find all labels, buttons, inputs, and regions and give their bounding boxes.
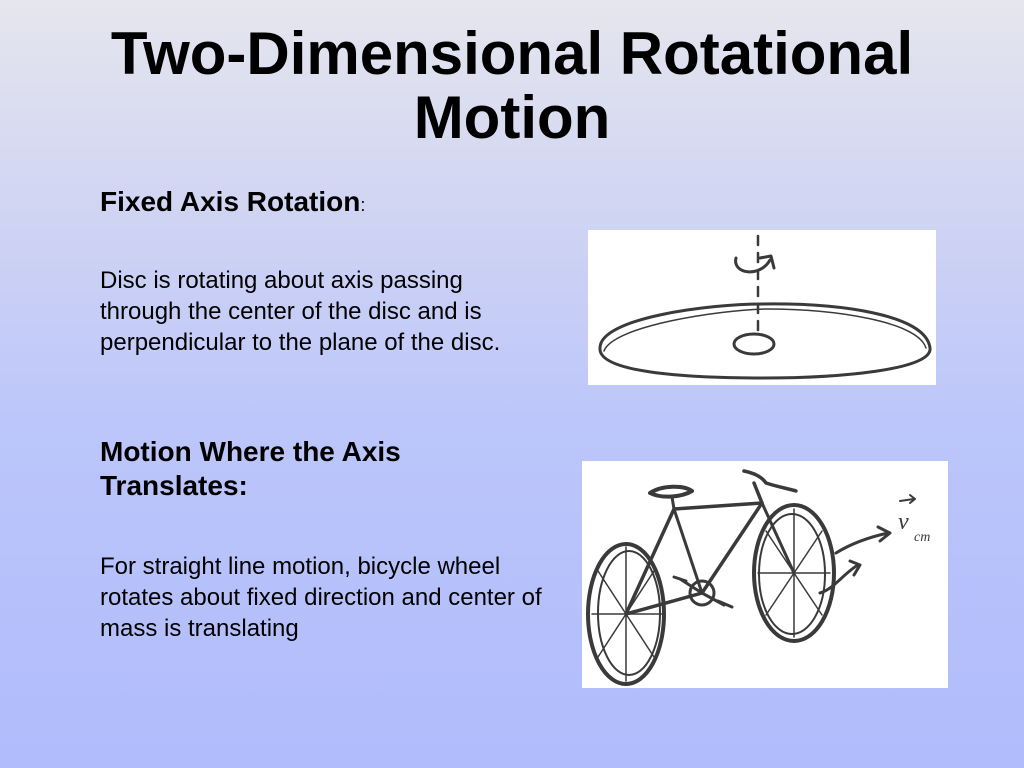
velocity-label: v xyxy=(898,509,909,535)
disc-figure xyxy=(588,230,936,385)
velocity-label-subscript: cm xyxy=(914,530,930,545)
heading-colon: : xyxy=(360,195,366,215)
slide-title: Two-Dimensional Rotational Motion xyxy=(110,20,914,151)
fixed-axis-description: Disc is rotating about axis passing thro… xyxy=(100,267,501,356)
translating-axis-description: For straight line motion, bicycle wheel … xyxy=(100,553,542,642)
section-heading-text: Fixed Axis Rotation xyxy=(100,186,361,217)
bicycle-sketch-icon: v cm xyxy=(586,469,930,686)
rotating-disc-sketch-icon xyxy=(598,234,932,380)
bicycle-figure: v cm xyxy=(582,461,948,688)
section-heading-fixed-axis: Fixed Axis Rotation: xyxy=(100,185,365,222)
section-heading-translating-axis: Motion Where the Axis Translates: xyxy=(100,436,401,501)
